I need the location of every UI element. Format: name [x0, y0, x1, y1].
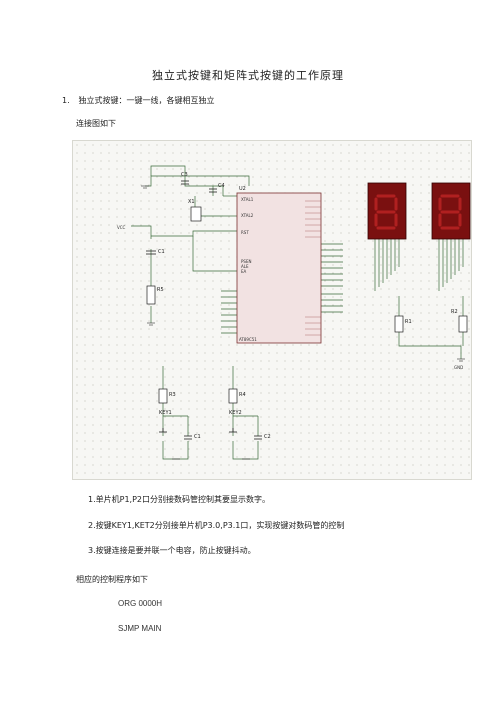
xtal1-pin-label: XTAL1	[241, 197, 254, 202]
r4-label: R4	[239, 392, 246, 398]
note-2: 2.按键KEY1,KET2分别接单片机P3.0,P3.1口，实现按键对数码管的控…	[88, 521, 345, 530]
circuit-schematic: C3 C4 X1 C1 VCC R5 U2 XTAL1 XTAL2 RST PS…	[72, 140, 472, 480]
ale-pin-label: ALE	[241, 264, 249, 269]
ea-pin-label: EA	[241, 269, 247, 274]
c4-label: C4	[218, 183, 225, 189]
section-number: 1.	[62, 96, 70, 105]
section-heading: 1. 独立式按键：一键一线，各键相互独立	[62, 95, 215, 106]
code-line-1: ORG 0000H	[118, 599, 163, 608]
document-title: 独立式按键和矩阵式按键的工作原理	[152, 69, 344, 82]
vcc-label: VCC	[117, 225, 126, 230]
crystal-capacitors	[181, 180, 217, 193]
u2-pin-ticks	[305, 200, 321, 336]
display-2-segments	[438, 194, 462, 230]
wires	[131, 165, 464, 460]
r3-label: R3	[169, 392, 176, 398]
resistor-r3	[158, 388, 168, 404]
resistor-r4	[228, 388, 238, 404]
section-heading-text: 独立式按键：一键一线，各键相互独立	[78, 96, 215, 105]
ground-symbols	[141, 185, 465, 460]
reset-capacitor	[146, 250, 156, 255]
u2-label: U2	[239, 186, 246, 192]
rst-pin-label: RST	[241, 230, 249, 235]
xtal2-pin-label: XTAL2	[241, 213, 254, 218]
psen-pin-label: PSEN	[241, 259, 251, 264]
c3-label: C3	[181, 172, 188, 178]
resistor-r5	[146, 285, 156, 305]
gnd-label: GND	[454, 365, 463, 370]
resistor-r2	[458, 315, 468, 333]
part-number-label: AT89C51	[239, 337, 257, 342]
x1-label: X1	[188, 199, 195, 205]
schematic-drawing: C3 C4 X1 C1 VCC R5 U2 XTAL1 XTAL2 RST PS…	[117, 165, 471, 460]
r2-label: R2	[451, 309, 458, 315]
c1-key-label: C1	[194, 434, 201, 440]
key2-switch	[229, 428, 237, 433]
program-caption: 相应的控制程序如下	[76, 575, 148, 584]
r1-label: R1	[405, 319, 412, 325]
diagram-caption: 连接图如下	[76, 119, 116, 128]
resistor-r1	[394, 315, 404, 333]
key2-label: KEY2	[229, 410, 242, 416]
c1-reset-label: C1	[158, 249, 165, 255]
key1-switch	[159, 428, 167, 433]
c2-key-label: C2	[264, 434, 271, 440]
microcontroller-u2	[236, 192, 322, 344]
crystal-x1	[190, 206, 202, 222]
note-1: 1.单片机P1,P2口分别接数码管控制其要显示数字。	[88, 495, 271, 504]
r5-label: R5	[157, 287, 164, 293]
key1-label: KEY1	[159, 410, 172, 416]
code-line-2: SJMP MAIN	[118, 624, 162, 633]
note-3: 3.按键连接是要并联一个电容，防止按键抖动。	[88, 546, 256, 555]
debounce-capacitors	[184, 435, 262, 440]
display-1-segments	[374, 194, 398, 230]
